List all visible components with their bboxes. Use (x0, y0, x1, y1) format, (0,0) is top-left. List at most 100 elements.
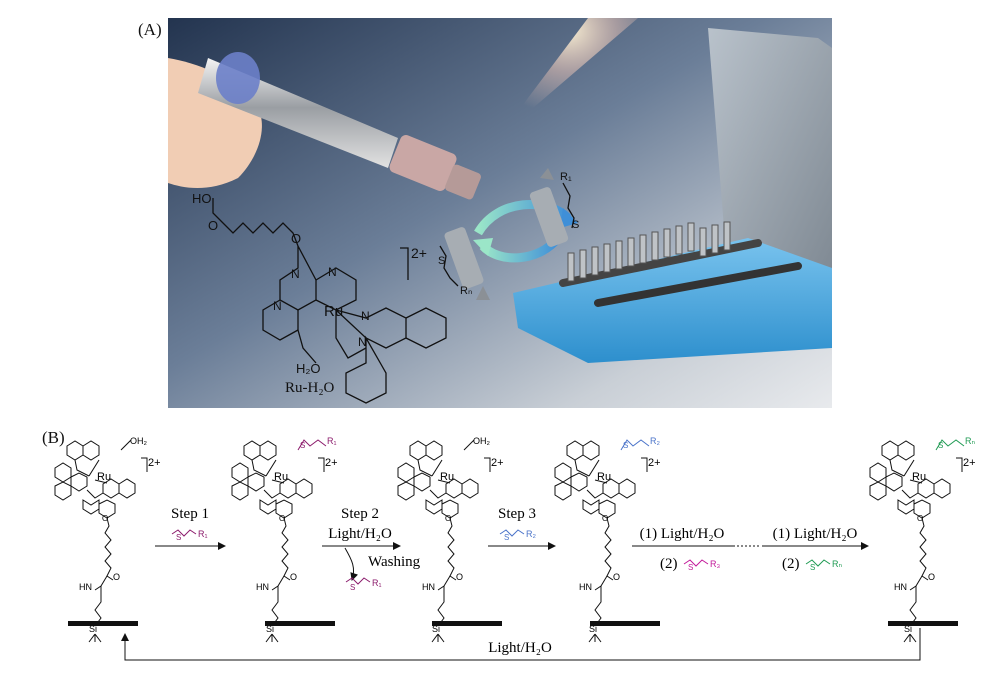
atom-n-5: N (358, 335, 367, 349)
step-rn-s: S (810, 563, 815, 572)
step-r3-arrow: (1) Light/H₂O (2) S R₃ (632, 526, 760, 572)
surface-4 (590, 621, 660, 626)
complex-3-ru: Ru (440, 471, 454, 483)
atom-ru: Ru (324, 303, 343, 320)
complex-5-rn: Rₙ (965, 436, 975, 446)
complex-2-r1: R₁ (327, 436, 337, 446)
bit-rows (559, 221, 802, 307)
step-1-label: Step 1 (171, 506, 209, 522)
complex-4-r2: R₂ (650, 436, 660, 446)
photo-scene: R₁ S S Rₙ HO O O Ru N N N N N H₂O 2+ (168, 18, 832, 408)
complex-2-si: Si (266, 624, 274, 634)
complex-3-charge: 2+ (491, 457, 504, 469)
atom-rn-label: Rₙ (460, 285, 472, 297)
surface-2 (265, 621, 335, 626)
complex-3: Ru OH₂ 2+ O O HN Si (397, 436, 504, 643)
complex-5: Ru S Rₙ 2+ O O HN Si (869, 436, 976, 643)
complex-5-charge: 2+ (963, 457, 976, 469)
complex-4-s: S (623, 441, 628, 450)
atom-r1-label: R₁ (560, 171, 572, 183)
screwdriver-bit-left (444, 227, 490, 300)
step-2-arrow: Step 2 Light/H₂O Washing S R₁ (322, 506, 421, 592)
step-2-condition: Light/H₂O (328, 526, 392, 542)
complex-name-label: Ru-H₂O (285, 380, 335, 396)
washing-label: Washing (368, 554, 421, 570)
complex-1-charge: 2+ (148, 457, 161, 469)
screwdriver-bit-right (529, 168, 569, 247)
step-3-arrow: Step 3 S R₂ (488, 506, 556, 550)
ru-h2o-structure (212, 198, 447, 404)
complex-5-si: Si (904, 624, 912, 634)
step-2-label: Step 2 (341, 506, 379, 522)
surface-5 (888, 621, 958, 626)
charge-bracket-a (400, 247, 409, 280)
step-2-r1: R₁ (372, 578, 382, 588)
complex-3-o-carbonyl: O (456, 572, 463, 582)
charge-a: 2+ (411, 245, 427, 261)
complex-4-o-ether: O (602, 514, 608, 523)
step-r3-condition-2: (2) (660, 556, 678, 572)
step-1-r1: R₁ (198, 529, 208, 539)
atom-s-right: S (572, 219, 579, 231)
atom-ho: HO (192, 191, 212, 206)
atom-n-1: N (291, 267, 300, 281)
toolbox-lid (708, 28, 832, 298)
complex-5-hn: HN (894, 582, 907, 592)
complex-2-o-ether: O (279, 514, 285, 523)
complex-3-hn: HN (422, 582, 435, 592)
screwdriver (198, 52, 481, 200)
surface-1 (68, 621, 138, 626)
complex-4-charge: 2+ (648, 457, 661, 469)
bit-tray (513, 238, 832, 363)
complex-2-ru: Ru (274, 471, 288, 483)
complex-1-ru: Ru (97, 471, 111, 483)
complex-4-ru: Ru (597, 471, 611, 483)
swap-arrows-icon (473, 200, 578, 263)
atom-h2o: H₂O (296, 361, 321, 376)
step-1-s: S (176, 533, 181, 542)
step-3-label: Step 3 (498, 506, 536, 522)
complex-1-o-ether: O (102, 514, 108, 523)
complex-2-hn: HN (256, 582, 269, 592)
atom-n-3: N (273, 299, 282, 313)
step-r3-s: S (688, 563, 693, 572)
thioether-right (562, 182, 575, 229)
complex-2-charge: 2+ (325, 457, 338, 469)
atom-o-carbonyl: O (208, 218, 218, 233)
step-1-arrow: Step 1 S R₁ (155, 506, 226, 550)
panel-a-label: (A) (138, 20, 162, 39)
step-3-r2: R₂ (526, 529, 536, 539)
regeneration-arrow: Light/H₂O (121, 628, 921, 661)
atom-n-2: N (328, 265, 337, 279)
atom-s-left: S (438, 255, 445, 267)
step-rn-arrow: (1) Light/H₂O (2) S Rₙ (762, 526, 869, 572)
complex-5-s: S (938, 441, 943, 450)
complex-5-ru: Ru (912, 471, 926, 483)
light-beam (498, 18, 638, 138)
surface-3 (432, 621, 502, 626)
complex-2: Ru S R₁ 2+ O O HN Si (231, 436, 338, 643)
complex-4-hn: HN (579, 582, 592, 592)
complex-3-water: OH₂ (473, 436, 491, 446)
complex-5-o-ether: O (917, 514, 923, 523)
photo-illustration: R₁ S S Rₙ HO O O Ru N N N N N H₂O 2+ (168, 18, 832, 408)
complex-4: Ru S R₂ 2+ O O HN Si (554, 436, 661, 643)
complex-5-o-carbonyl: O (928, 572, 935, 582)
panel-b-label: (B) (42, 428, 65, 447)
complex-2-s: S (300, 441, 305, 450)
step-r3-r3: R₃ (710, 559, 720, 569)
step-2-s: S (350, 583, 355, 592)
atom-n-4: N (361, 309, 370, 323)
step-r3-condition-1: (1) Light/H₂O (640, 526, 725, 542)
complex-3-si: Si (432, 624, 440, 634)
complex-1-water: OH₂ (130, 436, 148, 446)
complex-2-o-carbonyl: O (290, 572, 297, 582)
complex-1-o-carbonyl: O (113, 572, 120, 582)
complex-1-si: Si (89, 624, 97, 634)
step-3-s: S (504, 533, 509, 542)
complex-1-hn: HN (79, 582, 92, 592)
complex-3-o-ether: O (445, 514, 451, 523)
step-rn-condition-1: (1) Light/H₂O (773, 526, 858, 542)
step-rn-rn: Rₙ (832, 559, 842, 569)
complex-1: Ru OH₂ 2+ O O HN Si (54, 436, 161, 643)
